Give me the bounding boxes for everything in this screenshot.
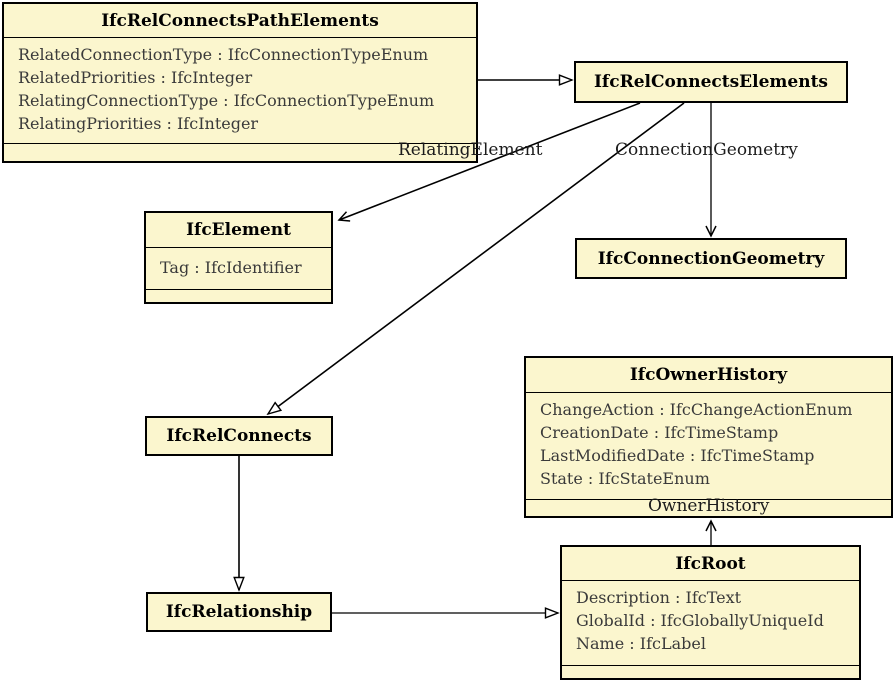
attribute-line: LastModifiedDate : IfcTimeStamp <box>540 446 815 465</box>
attribute-line: Description : IfcText <box>576 588 742 607</box>
class-extra-compartment <box>146 289 331 302</box>
class-box-ifcownerhistory: IfcOwnerHistory ChangeAction : IfcChange… <box>524 356 893 518</box>
class-title: IfcElement <box>186 220 291 240</box>
class-attributes: Description : IfcText GlobalId : IfcGlob… <box>562 580 859 665</box>
class-box-ifcelement: IfcElement Tag : IfcIdentifier <box>144 211 333 304</box>
edge-label-owner-history: OwnerHistory <box>648 496 770 516</box>
class-box-ifcrelconnectspathelements: IfcRelConnectsPathElements RelatedConnec… <box>2 2 478 163</box>
attribute-line: ChangeAction : IfcChangeActionEnum <box>540 400 853 419</box>
attribute-line: Name : IfcLabel <box>576 634 706 653</box>
attribute-line: RelatingPriorities : IfcInteger <box>18 114 259 133</box>
attribute-line: Tag : IfcIdentifier <box>160 258 302 277</box>
class-box-ifcrelconnects: IfcRelConnects <box>145 416 333 456</box>
class-title: IfcRelConnectsElements <box>593 72 828 92</box>
class-attributes: RelatedConnectionType : IfcConnectionTyp… <box>4 37 476 143</box>
attribute-line: RelatedConnectionType : IfcConnectionTyp… <box>18 45 429 64</box>
class-box-ifcrelationship: IfcRelationship <box>146 592 332 632</box>
class-extra-compartment <box>562 665 859 678</box>
attribute-line: GlobalId : IfcGloballyUniqueId <box>576 611 824 630</box>
class-title: IfcRelConnects <box>166 426 312 446</box>
edge-label-relating-element: RelatingElement <box>398 140 543 160</box>
edge-label-connection-geometry: ConnectionGeometry <box>615 140 798 160</box>
class-title: IfcRelationship <box>165 602 313 622</box>
class-title: IfcOwnerHistory <box>629 365 788 385</box>
attribute-line: CreationDate : IfcTimeStamp <box>540 423 779 442</box>
attribute-line: RelatedPriorities : IfcInteger <box>18 68 253 87</box>
attribute-line: State : IfcStateEnum <box>540 469 710 488</box>
class-extra-compartment <box>4 143 476 161</box>
class-box-ifcroot: IfcRoot Description : IfcText GlobalId :… <box>560 545 861 680</box>
class-title: IfcConnectionGeometry <box>597 248 825 269</box>
class-attributes: Tag : IfcIdentifier <box>146 247 331 289</box>
class-box-ifcconnectiongeometry: IfcConnectionGeometry <box>575 238 847 279</box>
attribute-line: RelatingConnectionType : IfcConnectionTy… <box>18 91 435 110</box>
class-attributes: ChangeAction : IfcChangeActionEnum Creat… <box>526 392 891 499</box>
class-title: IfcRoot <box>675 553 746 574</box>
class-title: IfcRelConnectsPathElements <box>101 10 379 31</box>
class-box-ifcrelconnectselements: IfcRelConnectsElements <box>574 61 848 103</box>
class-extra-compartment <box>526 499 891 516</box>
